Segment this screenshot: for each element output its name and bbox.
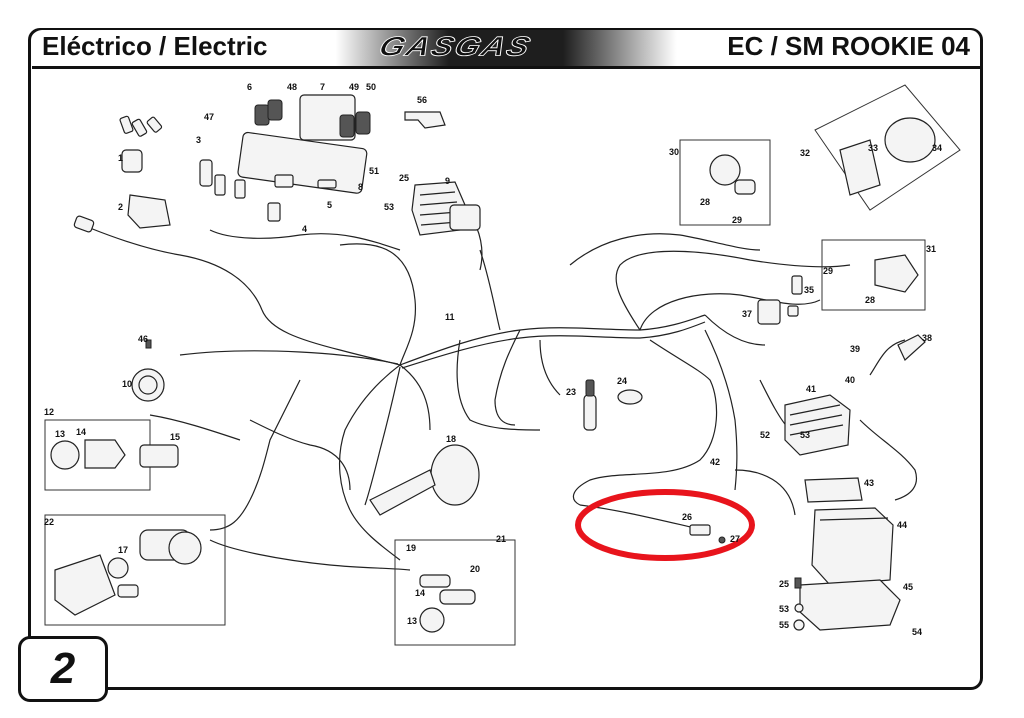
callout-12: 12 (44, 407, 54, 417)
ignition-coil (784, 394, 851, 456)
callout-33: 33 (868, 143, 878, 153)
relay-37 (757, 275, 803, 325)
page-badge (18, 636, 108, 702)
callout-53b: 53 (800, 430, 810, 440)
callout-13a: 13 (55, 429, 65, 439)
callout-32: 32 (800, 148, 810, 158)
callout-39: 39 (850, 344, 860, 354)
callout-18: 18 (446, 434, 456, 444)
callout-22: 22 (44, 517, 54, 527)
header-bar (32, 30, 980, 69)
callout-21: 21 (496, 534, 506, 544)
callout-49: 49 (349, 82, 359, 92)
callout-8: 8 (358, 182, 363, 192)
callout-47: 47 (204, 112, 214, 122)
callout-29b: 29 (823, 266, 833, 276)
page-number: 2 (50, 644, 76, 693)
callout-4: 4 (302, 224, 307, 234)
callout-1: 1 (118, 153, 123, 163)
callout-34: 34 (932, 143, 942, 153)
callout-30: 30 (669, 147, 679, 157)
callout-52: 52 (760, 430, 770, 440)
callout-42: 42 (710, 457, 720, 467)
spark-plug-cap (897, 334, 926, 361)
callout-24: 24 (617, 376, 627, 386)
callout-14b: 14 (415, 588, 425, 598)
header-title-right: EC / SM ROOKIE 04 (727, 31, 970, 61)
callout-9: 9 (445, 176, 450, 186)
highlight-ellipse (575, 489, 755, 561)
main-harness (89, 214, 917, 571)
callout-40: 40 (845, 375, 855, 385)
callout-15: 15 (170, 432, 180, 442)
callout-28b: 28 (865, 295, 875, 305)
callout-45: 45 (903, 582, 913, 592)
callout-38: 38 (922, 333, 932, 343)
callout-7: 7 (320, 82, 325, 92)
callout-29a: 29 (732, 215, 742, 225)
callout-14a: 14 (76, 427, 86, 437)
part-26 (689, 524, 726, 544)
callout-53a: 53 (384, 202, 394, 212)
callout-13b: 13 (407, 616, 417, 626)
turn-signal-rear (394, 539, 516, 646)
callout-5: 5 (327, 200, 332, 210)
callout-25b: 25 (779, 579, 789, 589)
callout-35: 35 (804, 285, 814, 295)
headlight-assembly (44, 419, 226, 626)
battery (804, 477, 894, 586)
coil-23 (583, 379, 597, 431)
callout-56: 56 (417, 95, 427, 105)
bracket-56 (404, 111, 446, 129)
header-title-left: Eléctrico / Electric (42, 31, 268, 61)
turn-signal-30 (679, 139, 771, 226)
callout-20: 20 (470, 564, 480, 574)
callout-6: 6 (247, 82, 252, 92)
part-24 (617, 389, 643, 405)
callout-51: 51 (369, 166, 379, 176)
callout-43: 43 (864, 478, 874, 488)
callout-10: 10 (122, 379, 132, 389)
callout-labels: 1 2 3 4 5 6 7 8 9 10 11 12 13 13 14 14 1… (44, 82, 942, 637)
callout-19: 19 (406, 543, 416, 553)
callout-23: 23 (566, 387, 576, 397)
callout-48: 48 (287, 82, 297, 92)
callout-55: 55 (779, 620, 789, 630)
callout-31: 31 (926, 244, 936, 254)
ignition-module (237, 94, 371, 194)
callout-41: 41 (806, 384, 816, 394)
callout-28a: 28 (700, 197, 710, 207)
callout-44: 44 (897, 520, 907, 530)
hardware (793, 577, 805, 631)
callout-25a: 25 (399, 173, 409, 183)
horn (131, 339, 165, 402)
page-frame (28, 28, 983, 690)
callout-46: 46 (138, 334, 148, 344)
callout-11: 11 (445, 312, 455, 322)
connectors-top-left (73, 115, 281, 233)
battery-box (799, 579, 901, 631)
regulator (411, 181, 481, 236)
handlebar-switch (369, 444, 480, 516)
callout-26: 26 (682, 512, 692, 522)
callout-17: 17 (118, 545, 128, 555)
callout-37: 37 (742, 309, 752, 319)
tail-light-32 (814, 84, 961, 211)
callout-2: 2 (118, 202, 123, 212)
callout-50: 50 (366, 82, 376, 92)
callout-27: 27 (730, 534, 740, 544)
callout-53c: 53 (779, 604, 789, 614)
callout-3: 3 (196, 135, 201, 145)
turn-signal-31 (821, 239, 926, 311)
callout-54: 54 (912, 627, 922, 637)
